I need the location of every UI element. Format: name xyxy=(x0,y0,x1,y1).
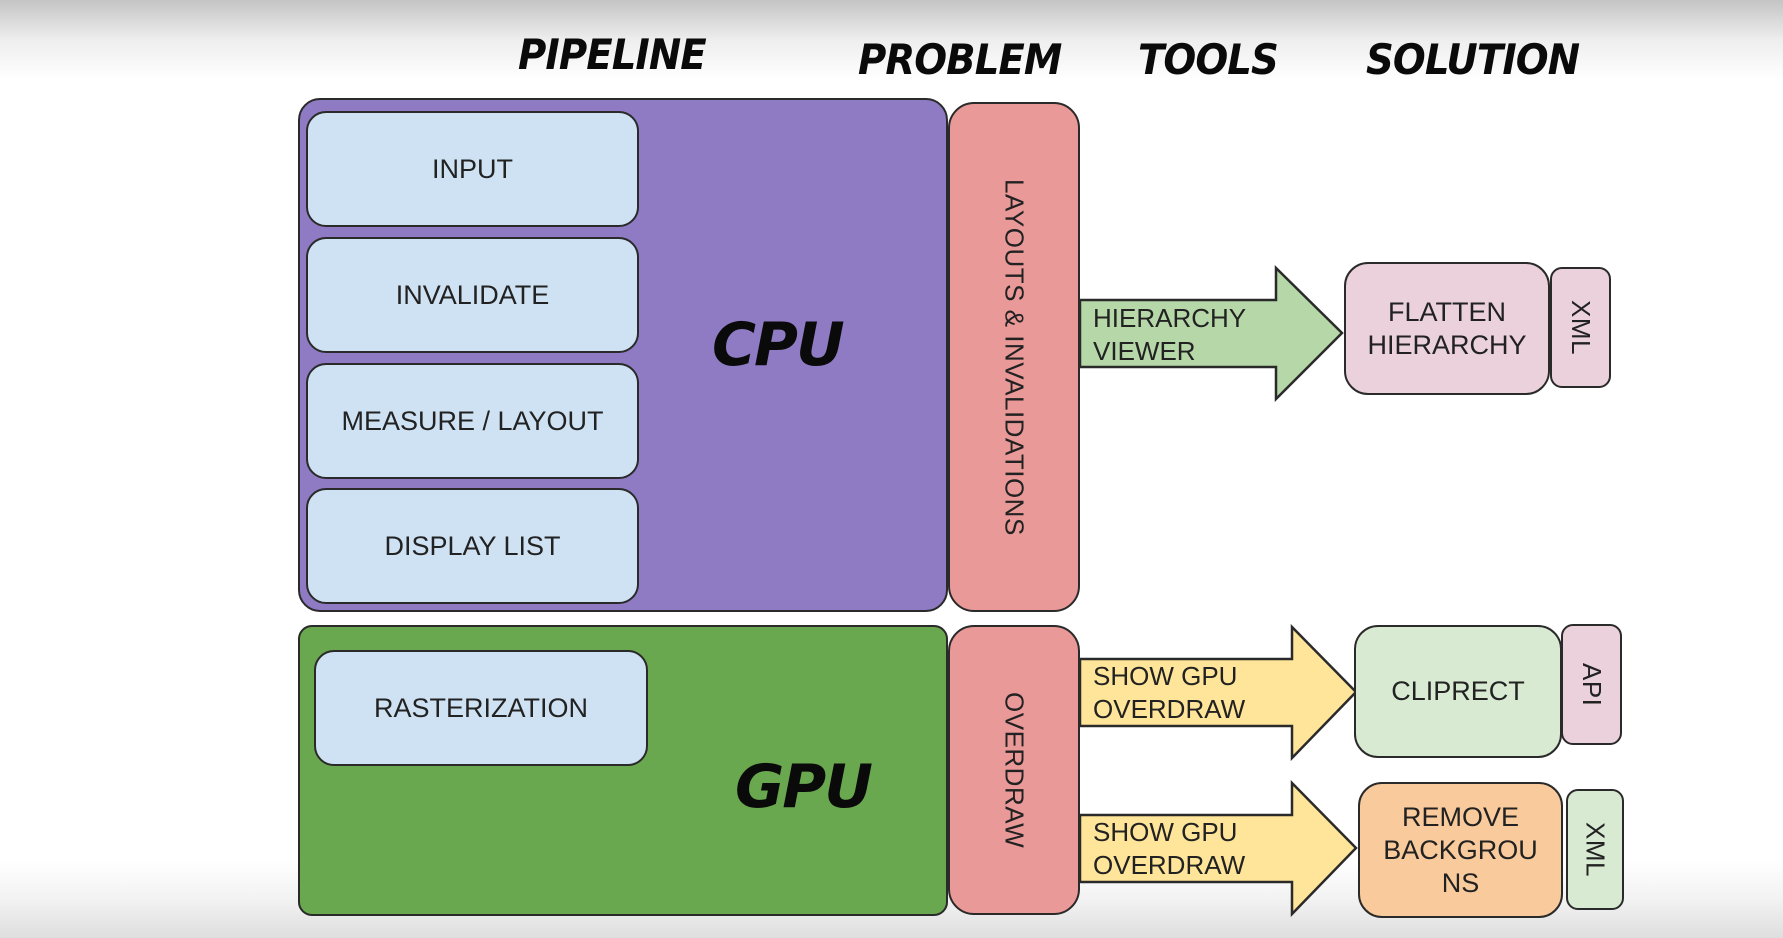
tag-label: API xyxy=(1577,662,1607,707)
tool-arrow-show-gpu-overdraw-1 xyxy=(1078,624,1358,761)
tool-line: HIERARCHY xyxy=(1093,303,1247,333)
tool-line: SHOW GPU xyxy=(1093,661,1238,691)
solution-line: BACKGROU xyxy=(1383,834,1538,865)
cpu-label: CPU xyxy=(712,310,845,380)
tool-arrow-hierarchy-viewer xyxy=(1078,265,1344,402)
step-display-list: DISPLAY LIST xyxy=(306,488,639,604)
tool-label-show-gpu-overdraw-2: SHOW GPU OVERDRAW xyxy=(1093,816,1245,882)
step-measure-layout: MEASURE / LAYOUT xyxy=(306,363,639,479)
tool-line: OVERDRAW xyxy=(1093,694,1246,724)
solution-line: REMOVE xyxy=(1401,801,1520,832)
problem-label: LAYOUTS & INVALIDATIONS xyxy=(999,178,1030,536)
solution-tag-xml-2: XML xyxy=(1566,789,1624,910)
tool-label-hierarchy-viewer: HIERARCHY VIEWER xyxy=(1093,302,1246,368)
header-solution: SOLUTION xyxy=(1366,35,1580,84)
problem-overdraw: OVERDRAW xyxy=(948,625,1080,915)
gpu-label: GPU xyxy=(735,752,873,822)
tool-line: VIEWER xyxy=(1093,336,1196,366)
solution-line: NS xyxy=(1441,867,1480,898)
solution-tag-xml: XML xyxy=(1550,267,1611,388)
solution-line: FLATTEN xyxy=(1387,296,1506,327)
solution-remove-backgrounds: REMOVE BACKGROU NS xyxy=(1358,782,1563,918)
header-tools: TOOLS xyxy=(1138,35,1279,84)
problem-layouts-invalidations: LAYOUTS & INVALIDATIONS xyxy=(948,102,1080,612)
tool-line: OVERDRAW xyxy=(1093,850,1246,880)
tag-label: XML xyxy=(1580,822,1611,877)
tool-line: SHOW GPU xyxy=(1093,817,1238,847)
solution-line: CLIPRECT xyxy=(1391,676,1525,706)
tag-label: XML xyxy=(1566,300,1596,355)
header-problem: PROBLEM xyxy=(858,35,1062,84)
step-input: INPUT xyxy=(306,111,639,227)
solution-line: HIERARCHY xyxy=(1367,329,1527,360)
solution-tag-api: API xyxy=(1561,624,1622,745)
step-invalidate: INVALIDATE xyxy=(306,237,639,353)
header-pipeline: PIPELINE xyxy=(518,30,707,79)
tool-label-show-gpu-overdraw-1: SHOW GPU OVERDRAW xyxy=(1093,660,1245,726)
solution-flatten-hierarchy: FLATTEN HIERARCHY xyxy=(1344,262,1550,395)
step-rasterization: RASTERIZATION xyxy=(314,650,648,766)
solution-cliprect: CLIPRECT xyxy=(1354,625,1562,758)
tool-arrow-show-gpu-overdraw-2 xyxy=(1078,780,1358,917)
problem-label: OVERDRAW xyxy=(999,691,1030,849)
